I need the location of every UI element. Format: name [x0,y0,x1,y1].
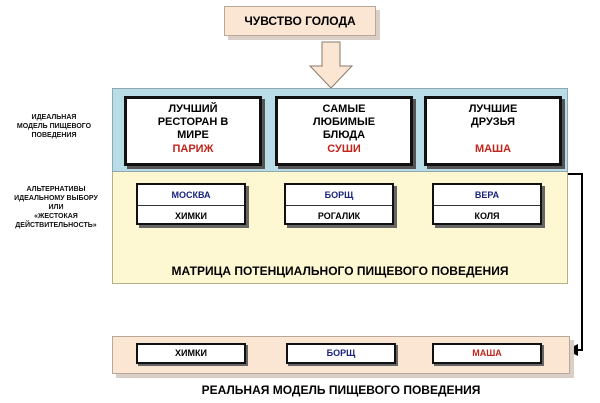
alt-card-dish: БОРЩ РОГАЛИК [284,183,394,225]
ideal-card-friends: ЛУЧШИЕ ДРУЗЬЯ МАША [424,96,562,166]
ideal-card-restaurant: ЛУЧШИЙ РЕСТОРАН В МИРЕ ПАРИЖ [124,96,262,166]
real-item: ХИМКИ [136,343,246,364]
alt-first: ВЕРА [434,185,540,206]
alt-first: МОСКВА [138,185,244,206]
down-arrow-icon [308,41,354,89]
ideal-accent: МАША [474,143,512,155]
alt-card-city: МОСКВА ХИМКИ [136,183,246,225]
ideal-card-dishes: САМЫЕ ЛЮБИМЫЕ БЛЮДА СУШИ [275,96,413,166]
alt-first: БОРЩ [286,185,392,206]
alternatives-side-label: АЛЬТЕРНАТИВЫ ИДЕАЛЬНОМУ ВЫБОРУ ИЛИ «ЖЕСТ… [14,186,98,229]
real-item: БОРЩ [286,343,396,364]
alt-second: КОЛЯ [474,211,500,221]
hunger-label: ЧУВСТВО ГОЛОДА [244,14,356,28]
alt-second: ХИМКИ [175,211,207,221]
alt-card-friend: ВЕРА КОЛЯ [432,183,542,225]
real-item: МАША [432,343,542,364]
connector-arrow-icon [566,344,578,356]
connector-arrow-line [560,173,583,351]
ideal-accent: ПАРИЖ [172,143,214,155]
hunger-box: ЧУВСТВО ГОЛОДА [224,6,376,36]
ideal-accent: СУШИ [327,143,361,155]
ideal-side-label: ИДЕАЛЬНАЯ МОДЕЛЬ ПИЩЕВОГО ПОВЕДЕНИЯ [16,114,92,139]
matrix-title: МАТРИЦА ПОТЕНЦИАЛЬНОГО ПИЩЕВОГО ПОВЕДЕНИ… [171,264,509,278]
real-model-title: РЕАЛЬНАЯ МОДЕЛЬ ПИЩЕВОГО ПОВЕДЕНИЯ [201,383,481,397]
alt-second: РОГАЛИК [317,211,361,221]
